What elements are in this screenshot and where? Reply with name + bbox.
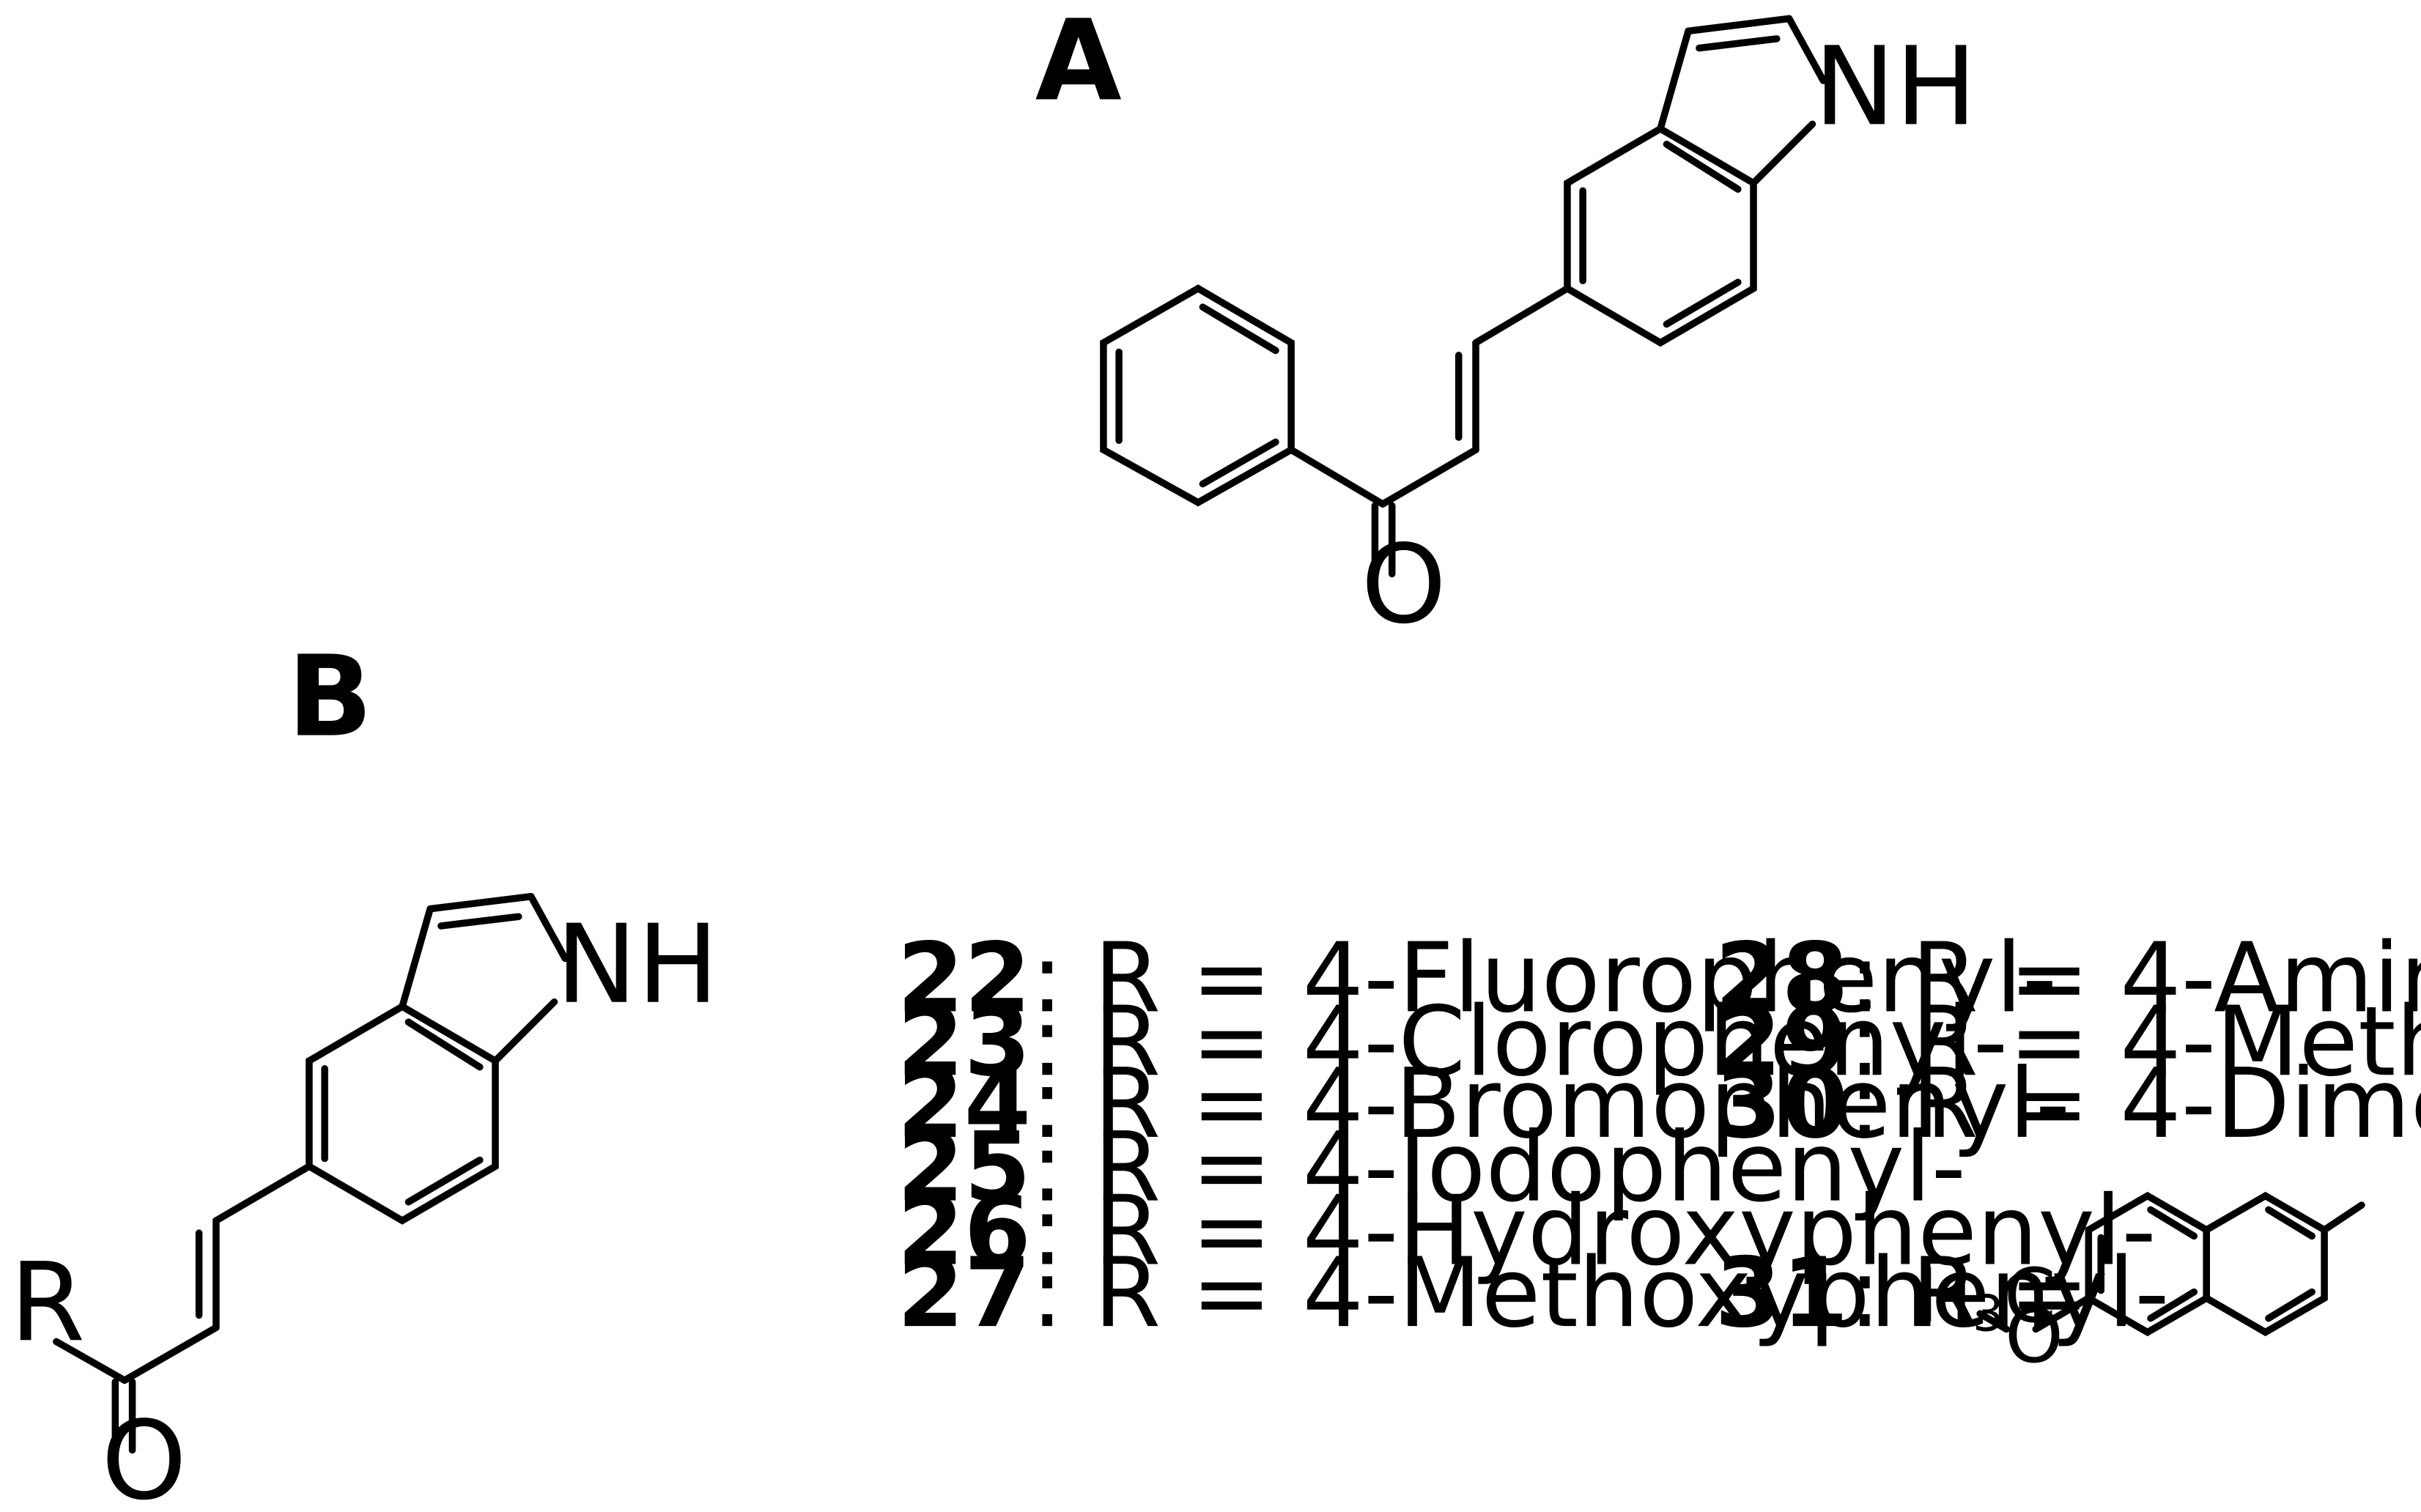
compound-definition: : R = [1849,1237,2090,1349]
structure-b-enone-linker [53,1163,313,1454]
structure-b-r-label: R [10,1239,85,1365]
compound-id: 26 [897,1174,1031,1286]
compound-id: 31 [1715,1237,1849,1349]
compound-row-26: 26: R = 4-Hydroxyphenyl- [897,1174,2156,1286]
compound-definition: : R = 4-Iodophenyl- [1031,1111,1966,1223]
structure-a-phenyl-ring [1100,284,1295,507]
compound-definition: : R = 4-Hydroxyphenyl- [1031,1174,2156,1286]
compound-row-22: 22: R = 4-Fluorophenyl- [897,922,2057,1034]
compound-definition: : R = 4-Methylaminophenyl- [1849,985,2421,1097]
structure-a-enone-linker [1287,285,1571,578]
compound-definition: : R = 4-Fluorophenyl- [1031,922,2057,1034]
compound-row-29: 29: R = 4-Methylaminophenyl- [1715,985,2421,1097]
compound-definition: : R = 4-Methoxyphenyl- [1031,1237,2170,1349]
compound-row-23: 23: R = 4-Clorophenyl- [897,985,2008,1097]
compound-row-28: 28: R = 4-Aminophenyl- [1715,922,2421,1034]
compound-id: 30 [1715,1048,1849,1160]
compound-id: 24 [897,1048,1031,1160]
compound-definition: : R = 4-Aminophenyl- [1849,922,2421,1034]
panel-label-b: B [287,632,372,762]
compound-row-30: 30: R = 4-Dimethylaminophenyl- [1715,1048,2421,1160]
compound-id: 25 [897,1111,1031,1223]
structure-b-o-label: O [101,1397,187,1509]
structure-a-indole [1564,15,1827,347]
compound-row-24: 24: R = 4-Bromophenyl- [897,1048,2070,1160]
compound-definition: : R = 4-Bromophenyl- [1031,1048,2070,1160]
compound-id: 27 [897,1237,1031,1349]
methoxy-c: C [2004,1253,2056,1339]
compound-id: 28 [1715,922,1849,1034]
methoxy-subscript: 3 [1973,1285,2004,1343]
methoxy-h: H [1916,1253,1972,1339]
compound-row-25: 25: R = 4-Iodophenyl- [897,1111,1966,1223]
compound-row-27: 27: R = 4-Methoxyphenyl- [897,1237,2169,1349]
panel-label-a: A [1035,0,1122,125]
methoxy-o-label: O [2005,1293,2063,1379]
compound-id: 29 [1715,985,1849,1097]
structure-a-o-label: O [1361,521,1446,648]
compound-row-31: 31: R = [1715,1237,2090,1349]
structure-a-nh-label: NH [1814,23,1977,149]
methoxy-label: H3C [1916,1253,2055,1343]
compound-id: 22 [897,922,1031,1034]
structure-b-indolyl-chalcone-core: NH O R [10,892,719,1512]
structure-b-indole [306,892,569,1225]
compound-id: 23 [897,985,1031,1097]
compound-list: 22: R = 4-Fluorophenyl- 23: R = 4-Clorop… [897,922,2421,1349]
structure-b-nh-label: NH [556,901,719,1028]
methoxynaphthyl-group: H3C O [1916,1191,2365,1379]
compound-definition: : R = 4-Dimethylaminophenyl- [1849,1048,2421,1160]
compound-definition: : R = 4-Clorophenyl- [1031,985,2008,1097]
structure-a-indolyl-chalcone: NH O [1100,15,1977,648]
